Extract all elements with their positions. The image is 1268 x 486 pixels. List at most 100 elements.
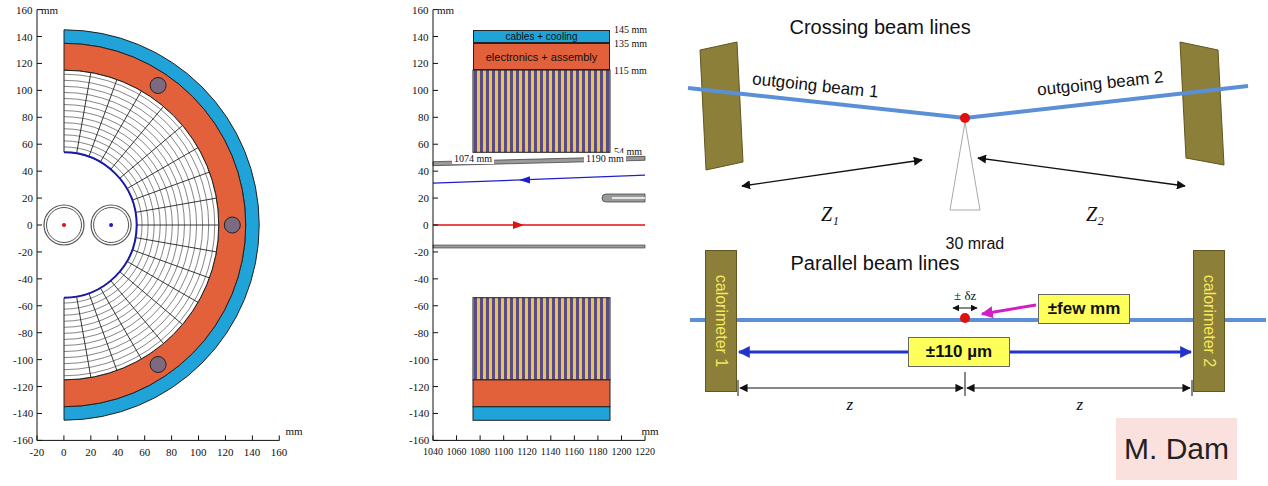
tick — [503, 435, 504, 440]
sector-line — [132, 250, 209, 278]
beam-pipe — [94, 208, 129, 243]
pointer-arrow — [982, 305, 1036, 314]
axis — [433, 440, 645, 441]
tick — [171, 435, 172, 440]
axis — [37, 440, 279, 441]
layer-arc — [64, 141, 148, 309]
dimension: 145 mm — [614, 24, 647, 35]
port — [150, 78, 166, 94]
tick — [433, 440, 438, 441]
sector-line — [136, 198, 217, 212]
cable-band: cables + cooling — [473, 30, 610, 43]
tick — [433, 435, 434, 440]
tick — [433, 305, 438, 306]
sector-line — [136, 238, 217, 252]
tick — [279, 435, 280, 440]
tick-label: -60 — [18, 300, 33, 312]
tick — [37, 198, 42, 199]
tick-label: -140 — [13, 407, 33, 419]
tick-label: 1120 — [517, 446, 537, 457]
tick-label: 80 — [166, 446, 177, 458]
sector-line — [100, 91, 141, 162]
interaction-point — [960, 313, 970, 323]
tick-label: 140 — [244, 446, 261, 458]
callout-box: ±few mm — [1038, 294, 1130, 324]
tick-label: 1160 — [564, 446, 584, 457]
dimension: 135 mm — [614, 38, 647, 49]
tick — [433, 171, 438, 172]
tick-label: 1180 — [588, 446, 608, 457]
tick-label: 120 — [217, 446, 234, 458]
beam-dot — [109, 223, 113, 227]
half-disc-section — [37, 10, 279, 441]
arrowhead — [519, 176, 530, 183]
tick-label: 20 — [85, 446, 96, 458]
sector-line — [100, 288, 141, 359]
distance-label: Z₂ — [1086, 203, 1104, 226]
tick-label: 0 — [61, 446, 67, 458]
section-title: Crossing beam lines — [790, 16, 971, 39]
tick-label: -160 — [409, 434, 429, 446]
sector-line — [120, 126, 183, 179]
tick — [597, 435, 598, 440]
axis-unit: mm — [437, 4, 454, 16]
tick-label: 100 — [412, 84, 429, 96]
tick — [433, 90, 438, 91]
tick-label: 40 — [112, 446, 123, 458]
detector-layers — [473, 298, 610, 380]
tick-label: 140 — [16, 31, 33, 43]
angle-label: 30 mrad — [946, 235, 1005, 253]
tick-label: 120 — [412, 57, 429, 69]
callout-box: ±110 µm — [908, 337, 1010, 367]
interaction-point — [960, 113, 970, 123]
distance-label: z — [1077, 395, 1084, 415]
electronics-band — [473, 380, 610, 407]
tick-label: 40 — [418, 165, 429, 177]
tick-label: -20 — [18, 246, 33, 258]
beam-pipe — [612, 197, 645, 198]
sector-line — [111, 106, 164, 169]
cable-ring — [64, 30, 259, 420]
dimension: 115 mm — [614, 65, 647, 76]
tick — [433, 278, 438, 279]
beam-label: outgoing beam 2 — [1036, 67, 1164, 100]
sector-line — [111, 281, 164, 344]
distance-arrow — [967, 387, 1190, 388]
tick-label: 40 — [22, 165, 33, 177]
tick — [37, 225, 42, 226]
crossing-angle — [950, 122, 980, 210]
node-label: ±few mm — [1048, 299, 1121, 319]
tick — [225, 435, 226, 440]
tick-label: -120 — [13, 381, 33, 393]
layer-arc — [64, 147, 142, 303]
node-label: calorimeter 1 — [712, 275, 730, 367]
tick — [37, 332, 42, 333]
tick-label: 20 — [22, 192, 33, 204]
tick-label: 60 — [418, 138, 429, 150]
node-label: ±110 µm — [926, 342, 992, 362]
axis-ticks — [37, 10, 645, 441]
tick — [621, 435, 622, 440]
tick — [480, 435, 481, 440]
tick — [433, 413, 438, 414]
tick-label: 1040 — [423, 446, 443, 457]
tick — [433, 198, 438, 199]
tick-label: 0 — [27, 219, 33, 231]
sector-line — [77, 297, 91, 378]
tick-line — [965, 372, 966, 396]
tick-label: 100 — [16, 84, 33, 96]
node-label: calorimeter 2 — [1200, 275, 1218, 367]
tick — [37, 63, 42, 64]
tick — [433, 386, 438, 387]
beam-line — [433, 175, 645, 183]
tick — [37, 440, 42, 441]
tick-label: 1060 — [447, 446, 467, 457]
calorimeter — [700, 42, 743, 170]
tick — [456, 435, 457, 440]
axis-unit: mm — [41, 4, 58, 16]
tick-line — [738, 380, 739, 396]
tick-label: -20 — [30, 446, 45, 458]
tick — [37, 36, 42, 37]
beam-pipe — [47, 208, 82, 243]
